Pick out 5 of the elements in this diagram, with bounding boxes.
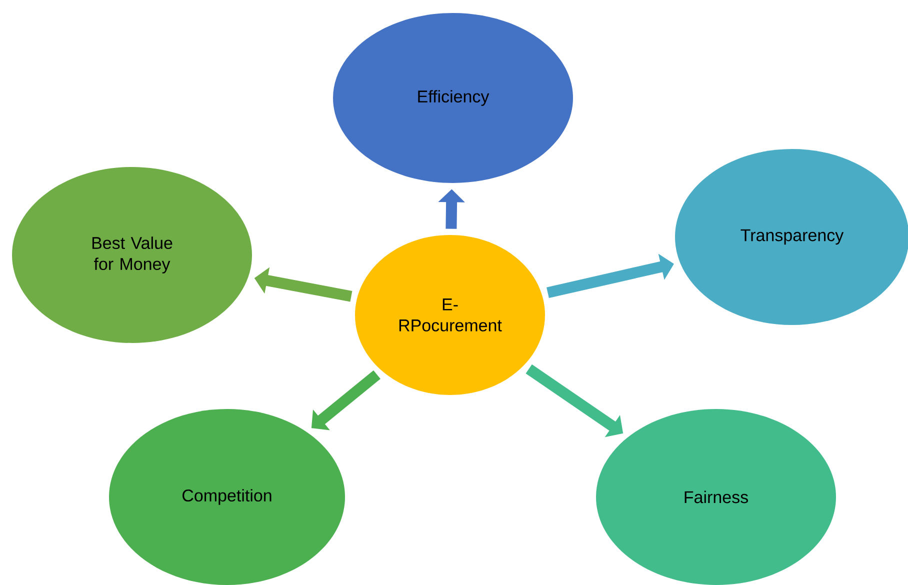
- circle-node: Fairness: [596, 408, 836, 585]
- circle-node: Competition: [109, 408, 345, 585]
- circle-node: Best Value for Money: [12, 167, 252, 343]
- circle-node: Efficiency: [333, 13, 573, 183]
- circle-node: E- RPocurement: [355, 234, 545, 395]
